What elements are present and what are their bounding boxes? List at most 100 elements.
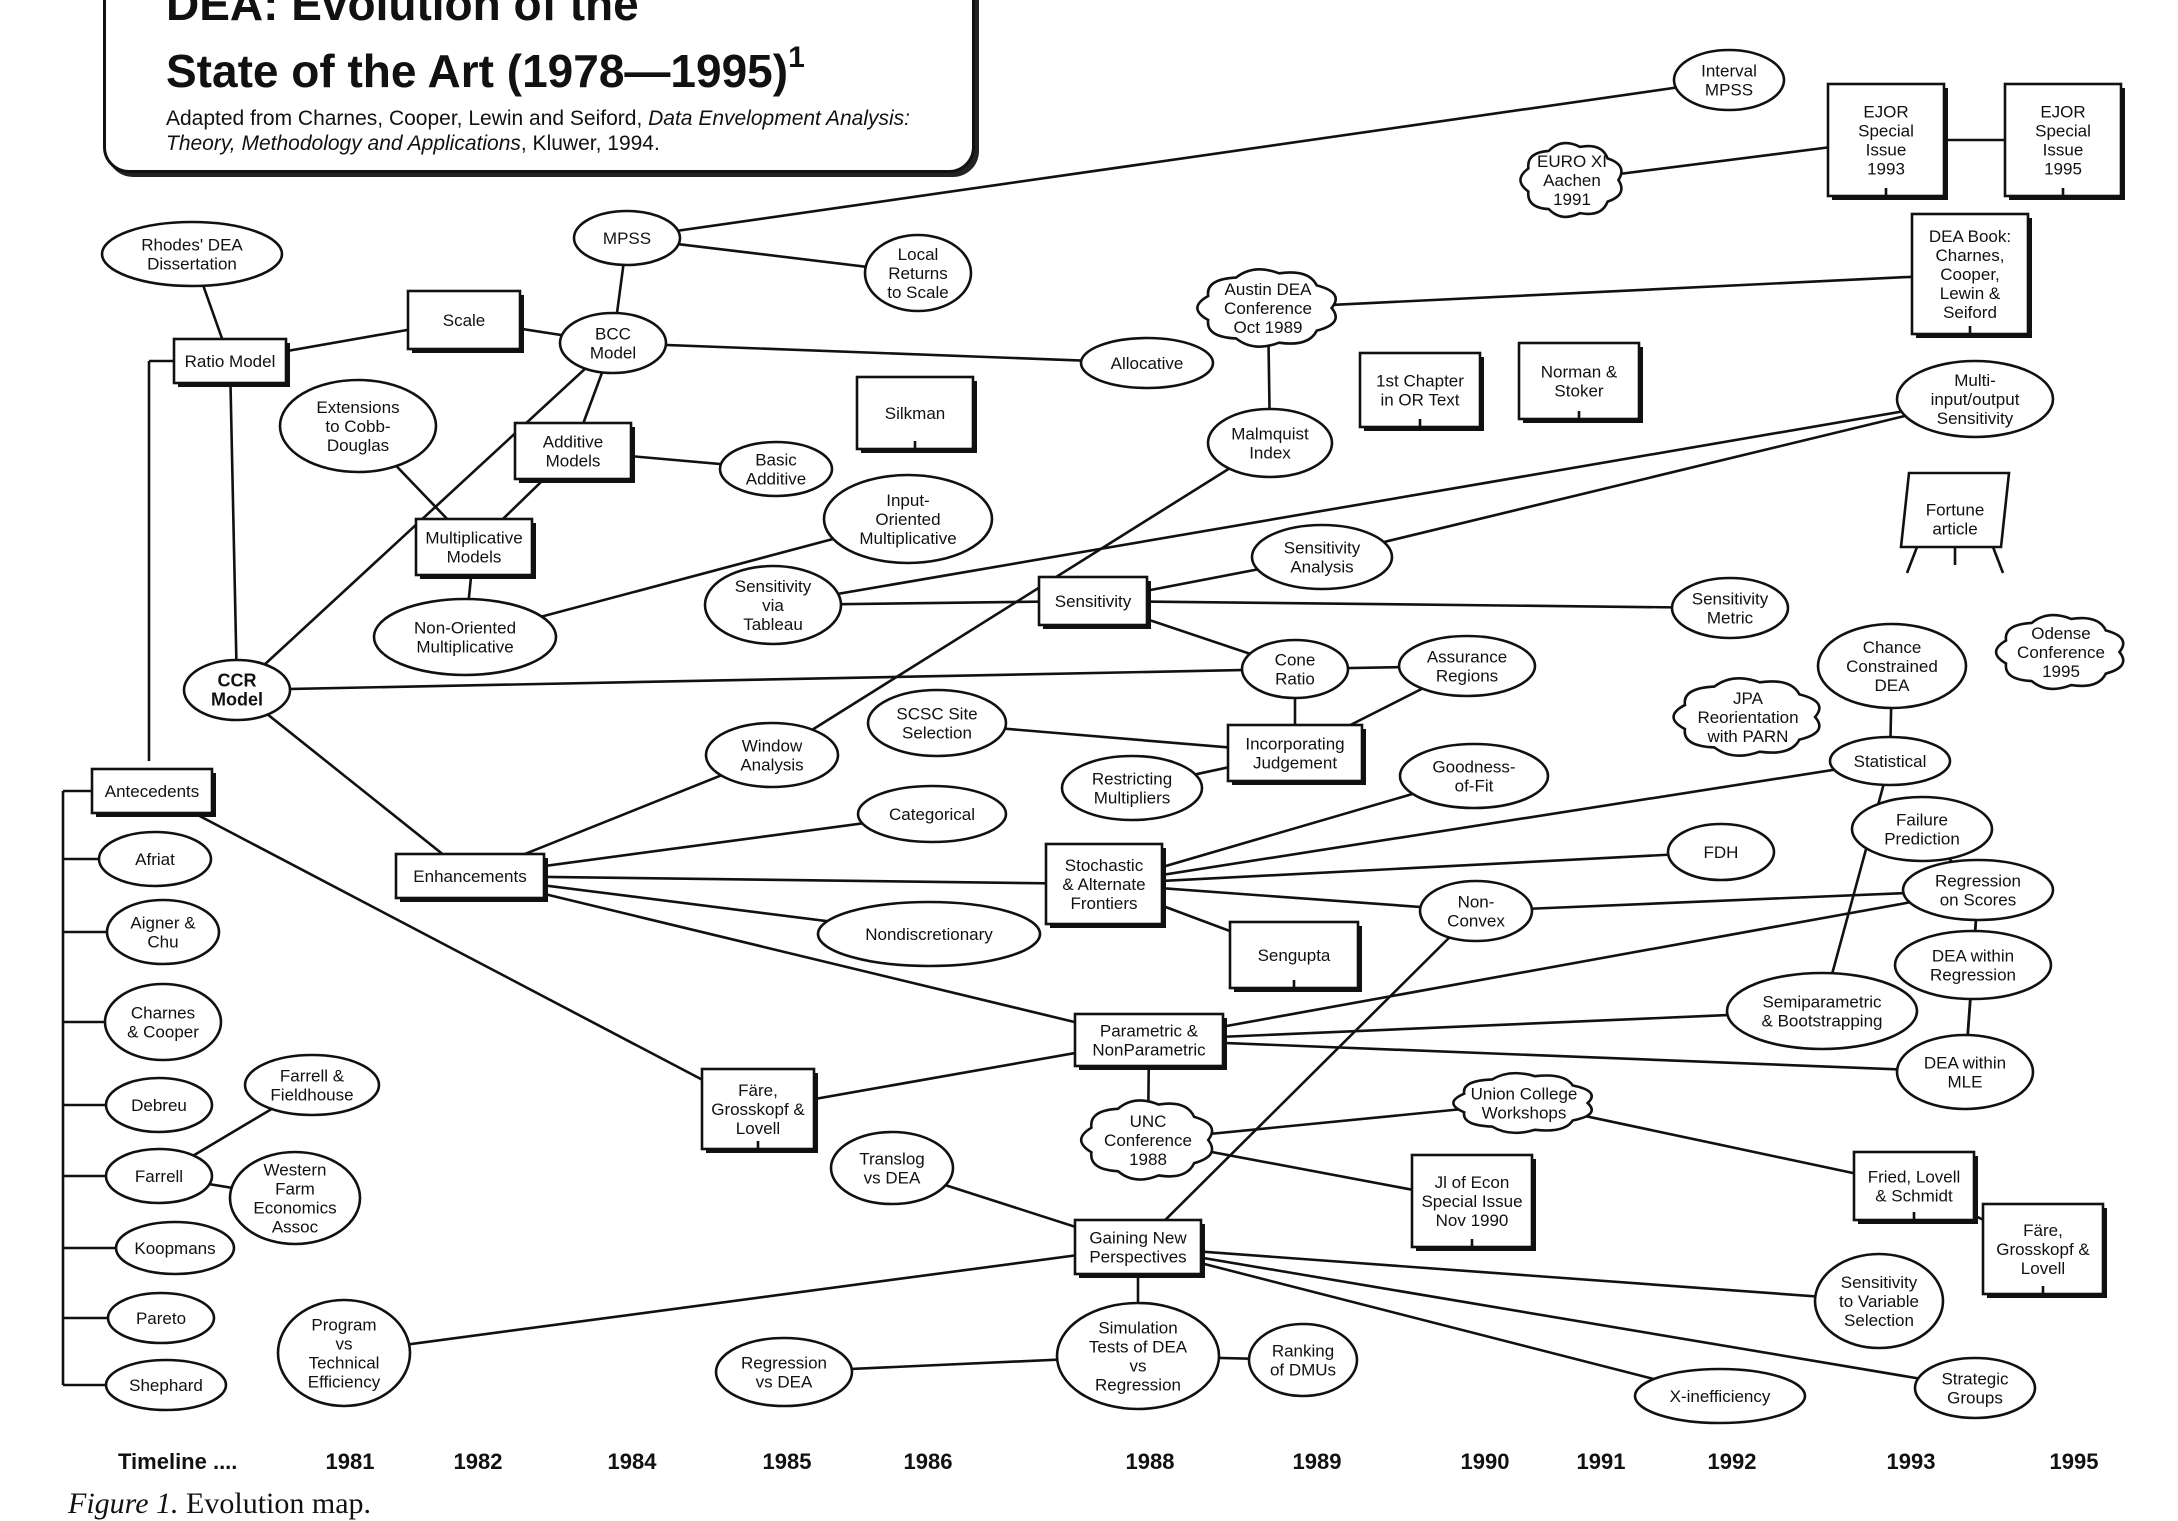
node-book (2003, 82, 2123, 198)
node-label-line: Prediction (1884, 830, 1960, 849)
timeline-year-1992: 1992 (1708, 1449, 1757, 1474)
node-label-line: Semiparametric (1762, 993, 1882, 1012)
node-label-line: & Bootstrapping (1762, 1012, 1883, 1031)
edge-gaining-to-sensvariable (1137, 1245, 1880, 1303)
node-label-line: via (762, 596, 784, 615)
node-label-line: JPA (1733, 689, 1764, 708)
node-ellipse (558, 311, 668, 375)
node-mpss: MPSS (572, 209, 682, 267)
node-label-line: Regression (1095, 1376, 1181, 1395)
node-label-line: Metric (1707, 609, 1754, 628)
node-label-line: Analysis (1290, 558, 1353, 577)
node-label-line: Regression (1935, 872, 2021, 891)
node-label-line: DEA Book: (1929, 227, 2011, 246)
edge-bcc-to-ccr (236, 342, 614, 691)
node-ratio: Ratio Model (172, 337, 290, 387)
node-label-line: Statistical (1854, 752, 1927, 771)
node-label-line: Scale (443, 311, 486, 330)
node-label-line: Ranking (1272, 1342, 1334, 1361)
node-label-line: Sengupta (1258, 946, 1331, 965)
node-ellipse (243, 1053, 381, 1117)
node-label-line: & Cooper (127, 1023, 199, 1042)
node-label-line: Stochastic (1065, 856, 1144, 875)
node-book (1981, 1202, 2105, 1296)
edge-ccr-to-cone (236, 667, 1296, 692)
node-label-line: EJOR (1863, 103, 1908, 122)
node-label-line: Multiplicative (425, 529, 522, 548)
node-ellipse (1055, 1301, 1221, 1411)
node-label-line: of DMUs (1270, 1361, 1336, 1380)
node-label-line: Non- (1458, 893, 1495, 912)
timeline-year-1990: 1990 (1461, 1449, 1510, 1474)
node-label-line: Goodness- (1432, 758, 1515, 777)
node-label-line: BCC (595, 325, 631, 344)
node-label-line: with PARN (1707, 727, 1789, 746)
node-label-line: Non-Oriented (414, 619, 516, 638)
edge-gaining-to-xineff (1137, 1245, 1721, 1398)
node-ellipse (1813, 1252, 1945, 1350)
node-ellipse (1850, 795, 1994, 863)
node-label-line: Färe, (2023, 1221, 2063, 1240)
node-rect (513, 421, 633, 481)
edge-sensitivity-to-sensmetric (1092, 599, 1731, 610)
node-label-line: Special (2035, 122, 2091, 141)
node-label-line: Fried, Lovell (1868, 1168, 1961, 1187)
node-antecedents: Antecedents (90, 767, 216, 817)
node-ellipse (104, 1147, 214, 1205)
timeline-year-1993: 1993 (1887, 1449, 1936, 1474)
node-label-line: 1995 (2042, 662, 2080, 681)
node-label-line: Regression (741, 1354, 827, 1373)
node-farrell: Farrell (104, 1147, 214, 1205)
edge-nonconvex-to-regscores (1475, 888, 1979, 913)
node-norman: Norman &Stoker (1517, 341, 1643, 423)
node-aigner: Aigner &Chu (105, 898, 221, 966)
node-label-line: Interval (1701, 62, 1757, 81)
node-cloud (1196, 268, 1337, 348)
node-label-line: Allocative (1111, 354, 1184, 373)
node-charnes: Charnes& Cooper (103, 982, 223, 1062)
node-book (1826, 82, 1946, 198)
node-ellipse (1250, 523, 1394, 591)
node-fried: Fried, Lovell& Schmidt (1852, 1150, 1978, 1224)
node-label-line: Enhancements (413, 867, 526, 886)
node-label-line: & Schmidt (1875, 1187, 1953, 1206)
node-label-line: Rhodes' DEA (141, 236, 243, 255)
node-label-line: Pareto (136, 1309, 186, 1328)
node-label-line: Tableau (743, 615, 803, 634)
node-ellipse (1913, 1356, 2037, 1420)
node-label-line: Multiplicative (416, 638, 513, 657)
edge-nonconvex-to-gaining (1137, 910, 1477, 1248)
node-fare2: Färe,Grosskopf &Lovell (1981, 1202, 2107, 1298)
timeline-year-1982: 1982 (454, 1449, 503, 1474)
edge-parametric-to-semipar (1148, 1009, 1823, 1042)
node-label-line: Chance (1863, 638, 1922, 657)
node-label-line: Conference (2017, 643, 2105, 662)
node-label-line: Malmquist (1231, 425, 1309, 444)
timeline-year-1988: 1988 (1126, 1449, 1175, 1474)
node-label-line: MPSS (1705, 81, 1753, 100)
node-label-line: Efficiency (308, 1373, 381, 1392)
node-label-line: Economics (253, 1199, 336, 1218)
edge-antecedents-to-fare1 (151, 789, 759, 1111)
node-label-line: to Cobb- (325, 417, 390, 436)
node-farrellfield: Farrell &Fieldhouse (243, 1053, 381, 1117)
node-label-line: DEA within (1924, 1054, 2006, 1073)
node-label-line: FDH (1704, 843, 1739, 862)
